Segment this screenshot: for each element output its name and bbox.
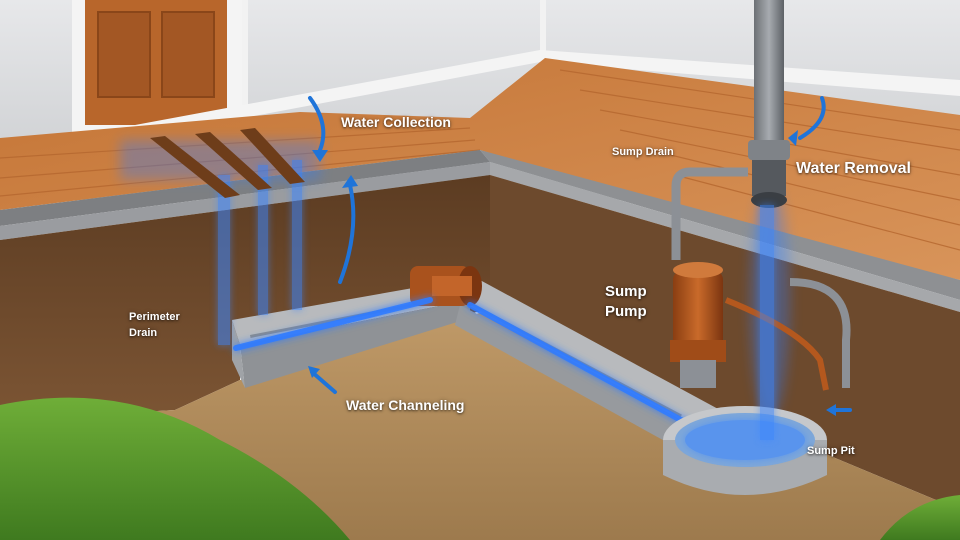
curved-arrow-icon: [798, 96, 826, 140]
curved-arrow-icon: [338, 183, 356, 284]
curved-arrow-icon: [308, 96, 326, 152]
label-sump-drain: Sump Drain: [612, 146, 674, 158]
downspout-pipe: [748, 0, 790, 208]
grass-right: [880, 495, 960, 540]
label-sump-pump-line2: Pump: [605, 303, 647, 320]
sump-drain-pipe: [671, 167, 748, 260]
sump-pump: [670, 262, 726, 388]
sump-pit: [663, 406, 827, 495]
water-flow-icon: [218, 160, 302, 345]
house-door: [72, 0, 242, 132]
label-sump-pit: Sump Pit: [807, 445, 855, 457]
drain-elbow: [410, 266, 482, 306]
arrow-icon: [310, 370, 337, 394]
label-water-collection: Water Collection: [341, 114, 451, 130]
foundation-wall: [0, 175, 490, 420]
label-water-channeling: Water Channeling: [346, 397, 465, 413]
label-perimeter-drain-line2: Drain: [129, 327, 158, 339]
water-removal-flow: [760, 205, 774, 440]
water-flow-channel: [233, 297, 693, 428]
label-perimeter-drain-line1: Perimeter: [129, 311, 180, 323]
grass-left: [0, 397, 350, 540]
deck-floor: [0, 58, 960, 280]
label-sump-pump-line1: Sump: [605, 283, 647, 300]
label-water-removal: Water Removal: [796, 160, 911, 177]
